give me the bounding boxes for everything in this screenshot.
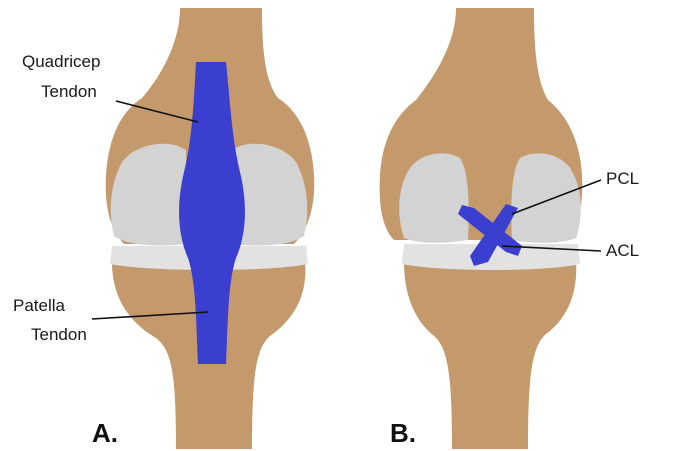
panel-b-label: B.	[390, 418, 416, 448]
panel-a-knee	[106, 8, 315, 449]
quadricep-label-line2: Tendon	[41, 82, 97, 101]
patella-label-line1: Patella	[13, 296, 66, 315]
patella-label-line2: Tendon	[31, 325, 87, 344]
panel-b-tibia	[404, 262, 576, 449]
quadricep-label-line1: Quadricep	[22, 52, 100, 71]
pcl-label: PCL	[606, 169, 639, 188]
panel-b-knee	[380, 8, 583, 449]
acl-label: ACL	[606, 241, 639, 260]
panel-a-label: A.	[92, 418, 118, 448]
